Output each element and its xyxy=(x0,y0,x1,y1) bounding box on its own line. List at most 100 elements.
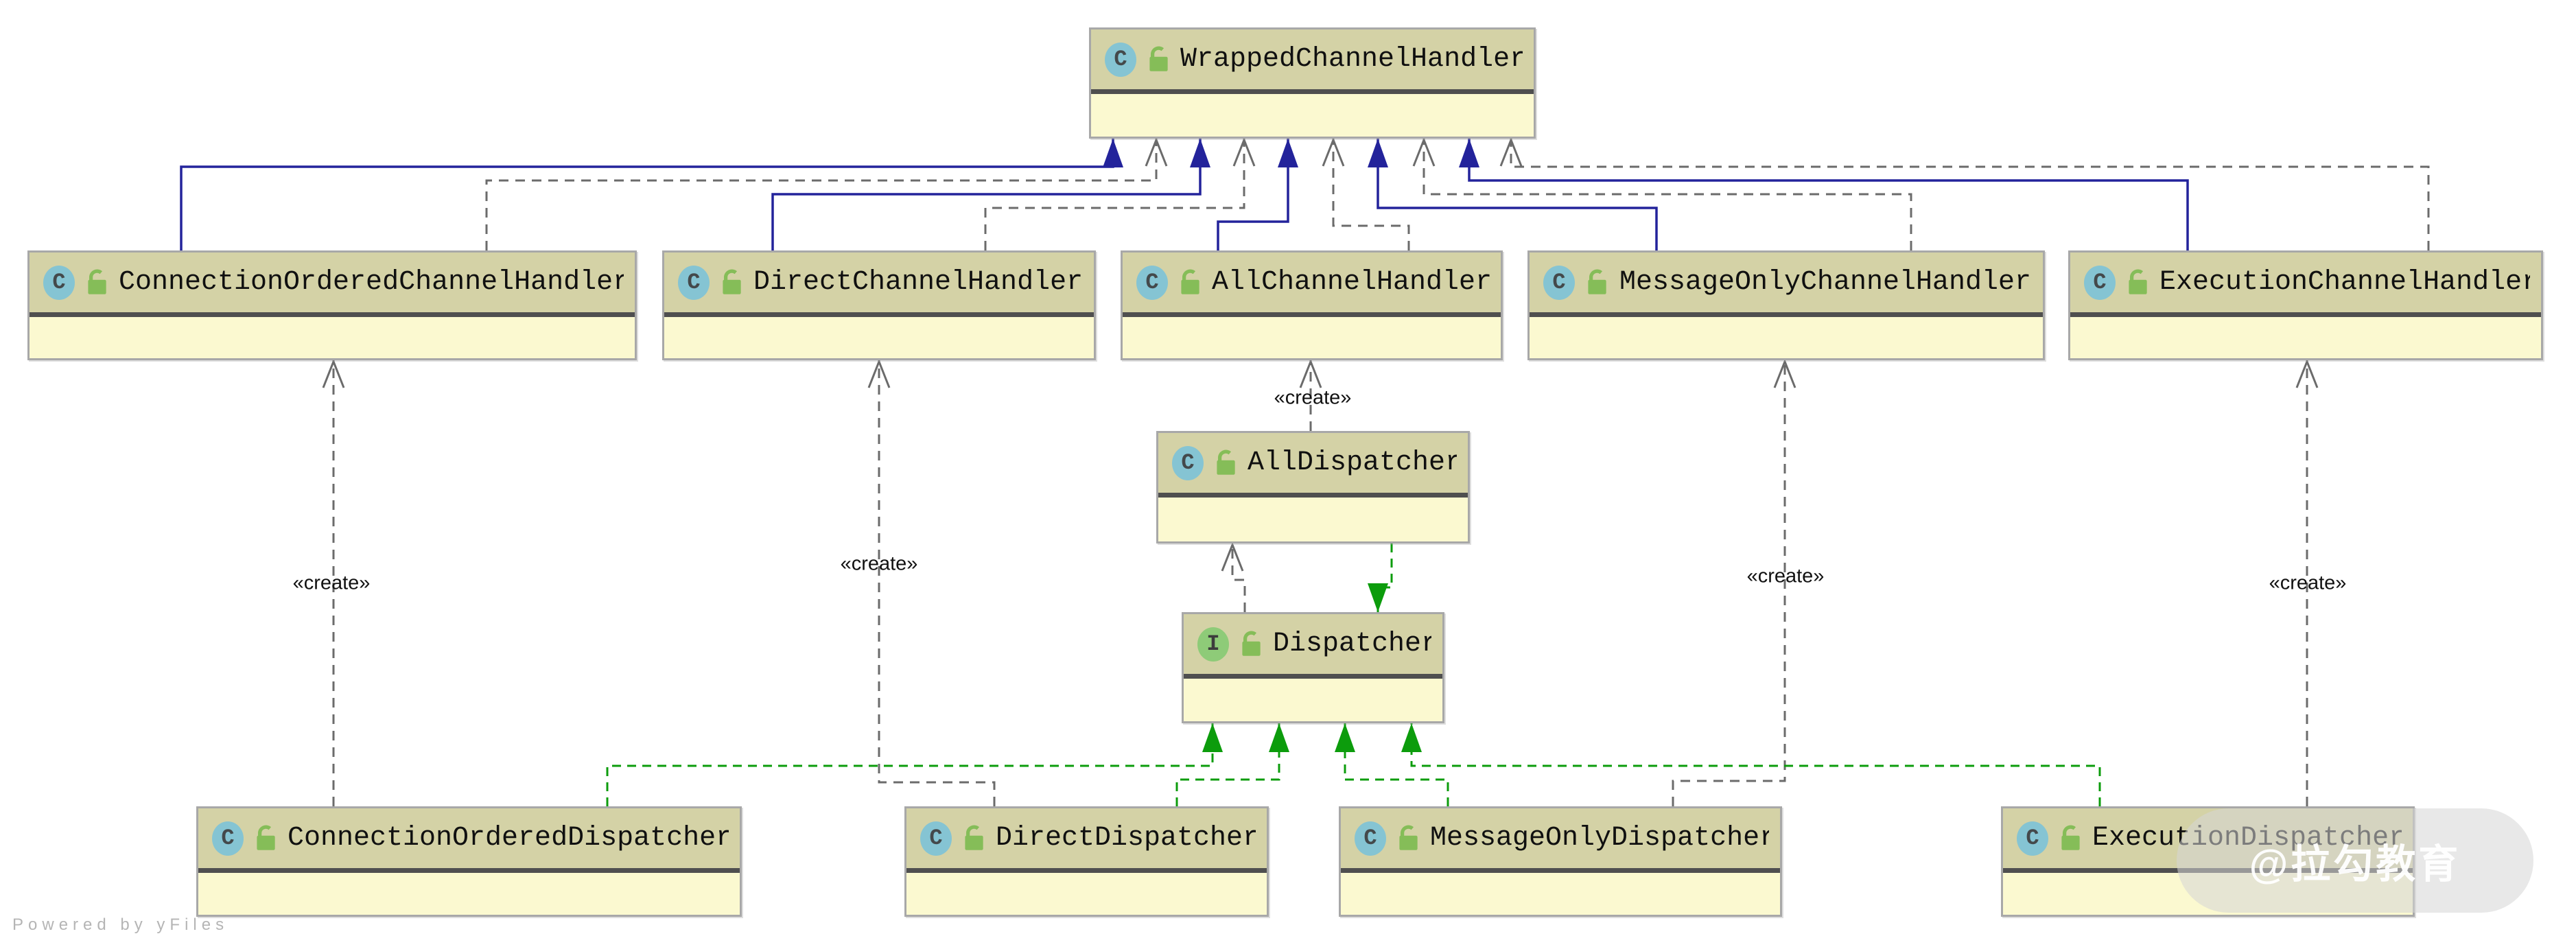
class-name-label: AllChannelHandler xyxy=(1212,267,1490,298)
open-lock-icon xyxy=(1149,46,1168,71)
node-attributes-compartment xyxy=(1158,498,1468,541)
open-lock-icon xyxy=(1399,825,1418,850)
arrowhead-open-icon xyxy=(867,358,891,388)
class-node-DirectChannelHandler[interactable]: C DirectChannelHandler xyxy=(662,250,1096,360)
class-node-ConnectionOrderedChannelHandler[interactable]: C ConnectionOrderedChannelHandler xyxy=(27,250,637,360)
edge-dependency-DirectChannelHandler-to-WrappedChannelHandler xyxy=(984,137,1256,250)
arrowhead-open-icon xyxy=(2295,358,2319,388)
open-lock-icon xyxy=(257,825,275,850)
arrowhead-triangle-icon xyxy=(1103,139,1123,167)
node-header: C ExecutionChannelHandler xyxy=(2070,253,2541,317)
node-attributes-compartment xyxy=(1530,317,2043,358)
class-badge-icon: C xyxy=(2084,265,2116,300)
class-node-DirectDispatcher[interactable]: C DirectDispatcher xyxy=(904,806,1269,917)
class-node-AllDispatcher[interactable]: C AllDispatcher xyxy=(1156,431,1470,543)
arrowhead-triangle-icon xyxy=(1269,723,1289,752)
edge-dependency-Dispatcher-to-AllDispatcher xyxy=(1221,541,1246,612)
powered-by-yfiles-label: Powered by yFiles xyxy=(12,915,229,934)
arrowhead-triangle-icon xyxy=(1335,723,1355,752)
edge-extends-MessageOnlyChannelHandler-to-WrappedChannelHandler xyxy=(1368,139,1658,250)
class-badge-icon: C xyxy=(1355,821,1386,856)
arrowhead-triangle-icon xyxy=(1459,139,1479,167)
class-badge-icon: C xyxy=(212,821,244,856)
class-node-ExecutionChannelHandler[interactable]: C ExecutionChannelHandler xyxy=(2068,250,2543,360)
edge-dependency-MessageOnlyChannelHandler-to-WrappedChannelHandler xyxy=(1412,137,1912,250)
open-lock-icon xyxy=(88,269,106,294)
edge-create-MessageOnlyDispatcher-to-MessageOnlyChannelHandler xyxy=(1672,358,1796,806)
node-header: C ConnectionOrderedChannelHandler xyxy=(30,253,635,317)
arrowhead-triangle-icon xyxy=(1278,139,1298,167)
node-header: C MessageOnlyDispatcher xyxy=(1341,808,1780,873)
open-lock-icon xyxy=(2061,825,2080,850)
arrowhead-open-icon xyxy=(1232,137,1256,167)
class-name-label: MessageOnlyDispatcher xyxy=(1430,823,1769,854)
arrowhead-triangle-icon xyxy=(1190,139,1210,167)
class-name-label: WrappedChannelHandler xyxy=(1180,44,1523,75)
class-badge-icon: C xyxy=(1543,265,1575,300)
open-lock-icon xyxy=(1588,269,1606,294)
class-badge-icon: C xyxy=(1172,445,1204,480)
node-attributes-compartment xyxy=(1184,679,1442,721)
class-badge-icon: C xyxy=(678,265,710,300)
edge-implements-AllDispatcher-to-Dispatcher xyxy=(1368,543,1393,612)
node-attributes-compartment xyxy=(1341,873,1780,915)
arrowhead-open-icon xyxy=(1322,137,1345,167)
class-badge-icon: C xyxy=(43,265,75,300)
class-name-label: AllDispatcher xyxy=(1248,447,1457,478)
class-badge-icon: C xyxy=(2017,821,2048,856)
arrowhead-open-icon xyxy=(1299,358,1322,388)
arrowhead-triangle-icon xyxy=(1401,723,1422,752)
edge-extends-ConnectionOrderedChannelHandler-to-WrappedChannelHandler xyxy=(180,139,1123,250)
edge-create-AllDispatcher-to-AllChannelHandler xyxy=(1299,358,1322,431)
edge-implements-ExecutionDispatcher-to-Dispatcher xyxy=(1401,723,2101,806)
node-attributes-compartment xyxy=(906,873,1267,915)
arrowhead-triangle-icon xyxy=(1368,583,1388,612)
arrowhead-open-icon xyxy=(1773,358,1796,388)
node-header: C WrappedChannelHandler xyxy=(1091,30,1534,94)
edge-extends-DirectChannelHandler-to-WrappedChannelHandler xyxy=(771,139,1210,250)
class-name-label: DirectChannelHandler xyxy=(753,267,1083,298)
node-attributes-compartment xyxy=(1091,94,1534,137)
edge-implements-DirectDispatcher-to-Dispatcher xyxy=(1175,723,1289,806)
arrowhead-open-icon xyxy=(1499,137,1523,167)
arrowhead-open-icon xyxy=(1145,137,1168,167)
class-name-label: DirectDispatcher xyxy=(996,823,1256,854)
edge-dependency-ExecutionChannelHandler-to-WrappedChannelHandler xyxy=(1499,137,2430,250)
interface-badge-icon: I xyxy=(1197,627,1229,662)
open-lock-icon xyxy=(965,825,983,850)
class-node-WrappedChannelHandler[interactable]: C WrappedChannelHandler xyxy=(1089,27,1536,139)
class-badge-icon: C xyxy=(1105,42,1136,77)
node-header: C AllDispatcher xyxy=(1158,433,1468,498)
arrowhead-triangle-icon xyxy=(1202,723,1223,752)
node-attributes-compartment xyxy=(664,317,1094,358)
class-name-label: ConnectionOrderedChannelHandler xyxy=(119,267,624,298)
node-header: C DirectChannelHandler xyxy=(664,253,1094,317)
edge-create-ExecutionDispatcher-to-ExecutionChannelHandler xyxy=(2295,358,2319,806)
arrowhead-open-icon xyxy=(1221,541,1244,572)
open-lock-icon xyxy=(1217,449,1235,475)
arrowhead-open-icon xyxy=(322,358,345,388)
arrowhead-open-icon xyxy=(1412,137,1436,167)
edge-dependency-ConnectionOrderedChannelHandler-to-WrappedChannelHandler xyxy=(485,137,1168,250)
class-name-label: Dispatcher xyxy=(1273,629,1431,659)
class-badge-icon: C xyxy=(920,821,952,856)
arrowhead-triangle-icon xyxy=(1368,139,1388,167)
class-name-label: ExecutionChannelHandler xyxy=(2159,267,2530,298)
class-node-MessageOnlyDispatcher[interactable]: C MessageOnlyDispatcher xyxy=(1339,806,1782,917)
node-header: C DirectDispatcher xyxy=(906,808,1267,873)
edge-implements-MessageOnlyDispatcher-to-Dispatcher xyxy=(1335,723,1449,806)
class-node-Dispatcher[interactable]: I Dispatcher xyxy=(1182,612,1444,723)
watermark-text: @拉勾教育 xyxy=(2249,842,2461,887)
edge-extends-ExecutionChannelHandler-to-WrappedChannelHandler xyxy=(1459,139,2189,250)
edge-extends-AllChannelHandler-to-WrappedChannelHandler xyxy=(1217,139,1298,250)
edge-create-DirectDispatcher-to-DirectChannelHandler xyxy=(867,358,996,806)
edge-implements-ConnectionOrderedDispatcher-to-Dispatcher xyxy=(606,723,1223,806)
